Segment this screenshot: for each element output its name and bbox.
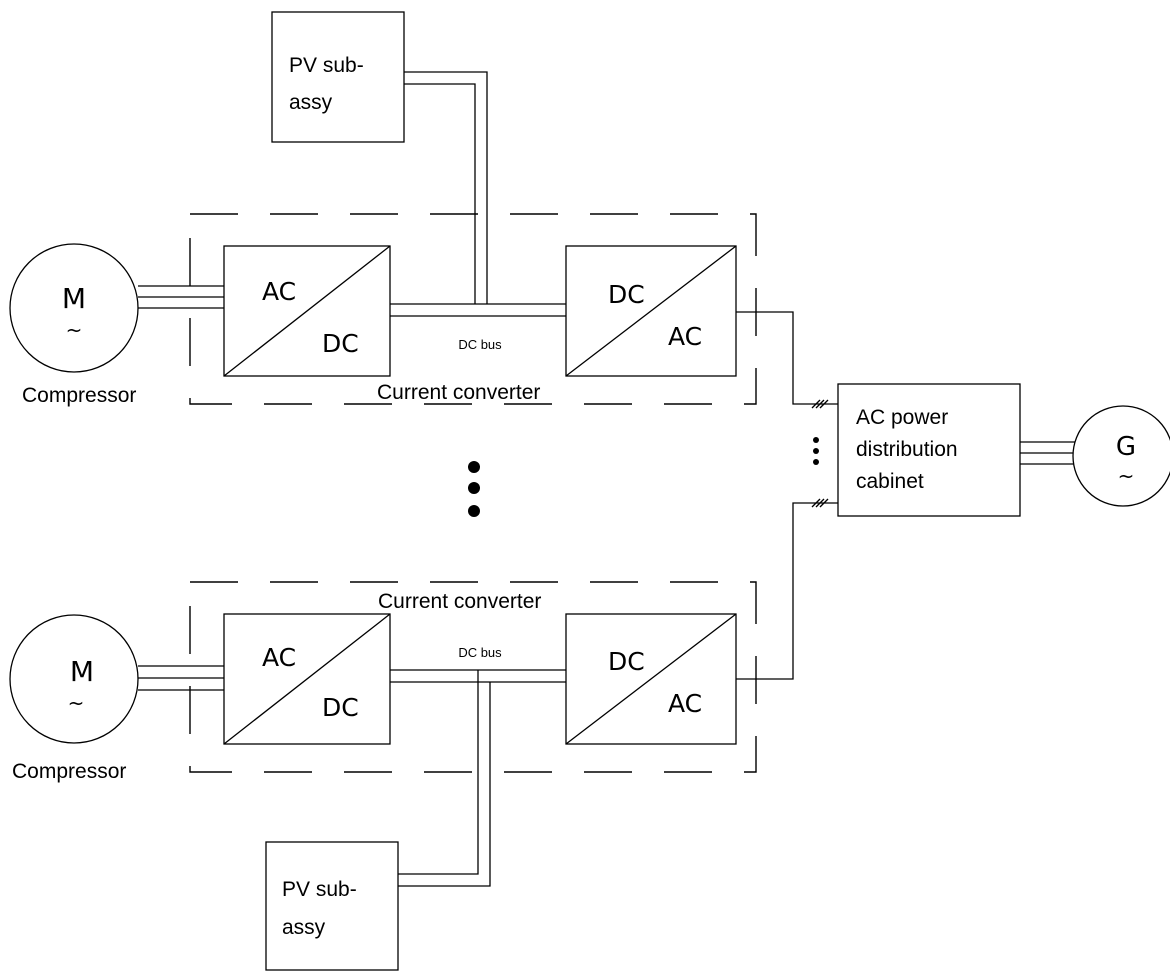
inverter-dc-label: DC: [608, 647, 645, 676]
generator-tilde: ~: [1118, 464, 1135, 488]
rectifier-ac-label: AC: [262, 277, 296, 306]
cabinet-line2: distribution: [856, 438, 958, 461]
bottom-rectifier: AC DC: [223, 613, 391, 745]
top-three-phase-mark: [811, 399, 821, 409]
motor-symbol: M: [70, 655, 94, 688]
rectifier-dc-label: DC: [322, 329, 359, 358]
inverter-ac-label: AC: [668, 689, 702, 718]
cabinet-input-ellipsis: [813, 437, 819, 465]
bottom-pv-feed: [398, 670, 491, 887]
generator-circle: [1072, 405, 1170, 507]
bottom-motor-lines: [138, 665, 224, 691]
bottom-three-phase-mark: [811, 498, 821, 508]
generator-symbol: G: [1116, 432, 1136, 462]
bottom-pv-subassy: PV sub- assy: [265, 841, 399, 971]
rectifier-ac-label: AC: [262, 643, 296, 672]
generator: G ~: [1072, 405, 1170, 507]
motor-tilde: ~: [68, 691, 85, 715]
cabinet-line3: cabinet: [856, 470, 924, 493]
top-branch: M ~ Compressor Current converter AC DC D…: [9, 11, 838, 409]
top-dc-bus-label: DC bus: [458, 337, 502, 352]
branch-ellipsis: [468, 461, 480, 517]
top-dc-bus: [390, 303, 566, 317]
top-output-line: [736, 311, 838, 405]
bottom-branch: M ~ Compressor Current converter AC DC D…: [9, 498, 838, 971]
ac-distribution-cabinet: AC power distribution cabinet: [837, 383, 1021, 517]
generator-lines: [1020, 441, 1078, 465]
rectifier-dc-label: DC: [322, 693, 359, 722]
top-pv-feed: [404, 71, 488, 304]
top-pv-subassy: PV sub- assy: [271, 11, 405, 143]
pv-line1: PV sub-: [289, 54, 364, 77]
top-motor-lines: [138, 285, 224, 309]
bottom-output-line: [736, 502, 838, 680]
bottom-converter-caption: Current converter: [378, 590, 541, 613]
bottom-motor: M ~: [9, 614, 139, 744]
pv-line2: assy: [282, 916, 326, 939]
pv-line2: assy: [289, 91, 333, 114]
bottom-dc-bus-label: DC bus: [458, 645, 502, 660]
pv-line1: PV sub-: [282, 878, 357, 901]
bottom-compressor-label: Compressor: [12, 760, 126, 783]
top-converter-caption: Current converter: [377, 381, 540, 404]
bottom-inverter: DC AC: [565, 613, 737, 745]
motor-symbol: M: [62, 282, 86, 315]
top-rectifier: AC DC: [223, 245, 391, 377]
top-motor: M ~: [9, 243, 139, 373]
inverter-dc-label: DC: [608, 280, 645, 309]
cabinet-line1: AC power: [856, 406, 948, 429]
top-converter-enclosure: [189, 213, 757, 405]
motor-tilde: ~: [66, 318, 83, 342]
top-inverter: DC AC: [565, 245, 737, 377]
bottom-converter-enclosure: [189, 581, 757, 773]
top-compressor-label: Compressor: [22, 384, 136, 407]
inverter-ac-label: AC: [668, 322, 702, 351]
motor-circle: [9, 614, 139, 744]
